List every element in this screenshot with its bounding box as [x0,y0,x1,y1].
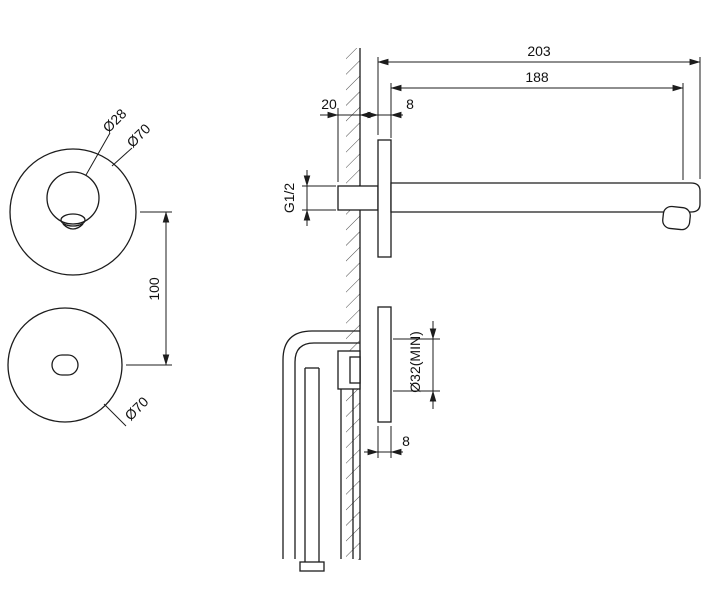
leader-spout-outlet-diameter-label: Ø28 [99,105,129,135]
leader-bottom-escutcheon-diameter-label: Ø70 [121,393,151,423]
dim-wall-clearance-label: 20 [321,96,337,112]
dim-center-spacing: 100 [126,211,172,366]
spout-side-view [337,139,701,258]
sensor-escutcheon-side-view [377,306,392,423]
valve-insert [349,356,361,384]
sensor-window [51,354,79,376]
aerator-tip [662,205,691,231]
dim-top-flange-thickness: 8 [366,96,414,119]
dim-bottom-flange-thickness: 8 [364,426,410,458]
aerator-front [60,213,86,227]
cover-inner-line [294,342,360,559]
cover-outer-line [282,330,360,559]
dim-thread-size-label: G1/2 [281,183,297,214]
dim-top-flange-thickness-label: 8 [406,96,414,112]
concealed-piping [282,330,361,572]
sensor-flange [377,306,392,423]
sensor-escutcheon-circle [7,307,123,423]
dim-spout-length: 188 [390,69,684,180]
dim-wall-hole-diameter-label: Ø32(MIN) [407,331,423,392]
dim-overall-length-label: 203 [527,43,551,59]
spout-escutcheon-circle [9,148,137,276]
dim-wall-hole-diameter: Ø32(MIN) [393,321,440,409]
front-view-sensor [7,307,123,423]
aerator-front-arc [62,223,84,230]
spout-tube [390,182,701,213]
wall-hatch [346,48,360,560]
dim-spout-length-label: 188 [525,69,549,85]
spout-flange [377,139,392,258]
dim-overall-length: 203 [377,43,701,179]
front-view-spout [9,148,137,276]
dim-center-spacing-label: 100 [146,277,162,301]
dim-bottom-flange-thickness-label: 8 [402,433,410,449]
supply-pipe-end-cap [299,561,325,572]
spout-tube-circle [46,171,100,225]
dim-thread-size: G1/2 [281,170,336,226]
wall-section [346,48,361,560]
leader-top-escutcheon-diameter-label: Ø70 [123,120,153,150]
thread-pipe [337,185,379,211]
